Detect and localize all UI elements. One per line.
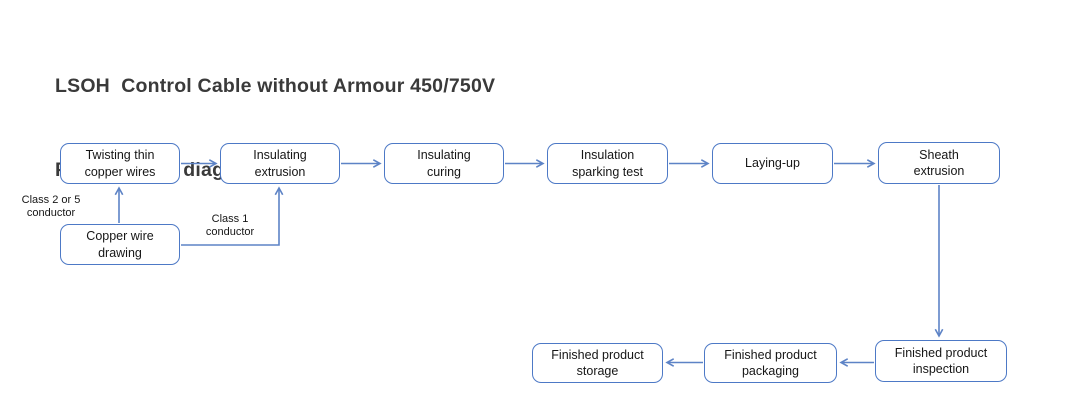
node-label: Finished product packaging xyxy=(724,347,817,378)
node-label: Sheath extrusion xyxy=(913,147,965,178)
node-insulating-extrusion: Insulating extrusion xyxy=(220,143,340,184)
node-label: Twisting thin copper wires xyxy=(84,148,156,179)
node-label: Laying-up xyxy=(745,156,800,171)
node-finished-product-packaging: Finished product packaging xyxy=(704,343,837,383)
node-label: Insulating curing xyxy=(417,148,471,179)
node-insulating-curing: Insulating curing xyxy=(384,143,504,184)
node-laying-up: Laying-up xyxy=(712,143,833,184)
page-title-line1: LSOH Control Cable without Armour 450/75… xyxy=(55,75,496,97)
node-label: Insulation sparking test xyxy=(572,148,643,179)
node-sheath-extrusion: Sheath extrusion xyxy=(878,142,1000,184)
annotation-class-1-conductor: Class 1 conductor xyxy=(205,213,255,239)
node-copper-wire-drawing: Copper wire drawing xyxy=(60,224,180,265)
node-label: Finished product storage xyxy=(551,347,644,378)
node-insulation-sparking-test: Insulation sparking test xyxy=(547,143,668,184)
annotation-class-2-or-5-conductor: Class 2 or 5 conductor xyxy=(21,194,81,220)
node-twisting-thin-copper-wires: Twisting thin copper wires xyxy=(60,143,180,184)
node-finished-product-inspection: Finished product inspection xyxy=(875,340,1007,382)
node-label: Finished product inspection xyxy=(894,345,988,376)
node-label: Copper wire drawing xyxy=(86,229,154,260)
node-label: Insulating extrusion xyxy=(253,148,307,179)
node-finished-product-storage: Finished product storage xyxy=(532,343,663,383)
page-title: LSOH Control Cable without Armour 450/75… xyxy=(55,16,495,240)
